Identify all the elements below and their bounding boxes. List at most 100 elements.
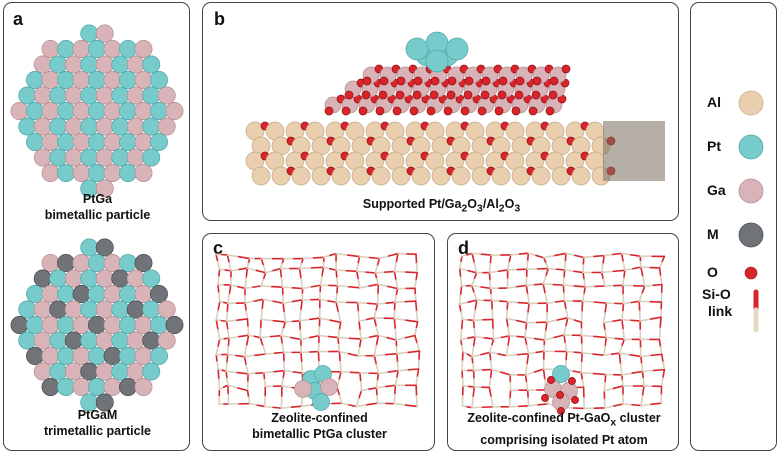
galla-o-atom <box>477 106 487 116</box>
zeolite-si-link <box>318 334 330 338</box>
zeolite-si-link <box>217 328 221 341</box>
atom-ga <box>103 133 122 151</box>
zeolite-o-link <box>335 269 338 279</box>
zeolite-si-link <box>337 329 341 339</box>
atom-ga <box>72 164 91 182</box>
atom-m <box>26 347 44 365</box>
zeolite-si-link <box>280 334 292 339</box>
galla-o-atom <box>341 106 351 116</box>
zeolite-si-link <box>639 318 652 322</box>
support-al-atom <box>271 166 291 186</box>
zeolite-o-link <box>467 269 478 274</box>
zeolite-o-link <box>537 403 549 406</box>
zeolite-o-link <box>467 299 478 304</box>
zeolite-si-link <box>473 327 476 338</box>
galla-o-atom <box>396 76 406 86</box>
atom-pt <box>150 347 168 365</box>
zeolite-si-link <box>393 402 407 406</box>
zeolite-o-link <box>563 269 566 279</box>
zeolite-o-link <box>405 319 419 323</box>
zeolite-si-link <box>264 405 274 409</box>
zeolite-si-link <box>375 379 379 389</box>
zeolite-o-link <box>641 385 645 397</box>
atom-ga <box>72 378 91 396</box>
zeolite-o-link <box>506 300 509 311</box>
zeolite-o-link <box>650 353 663 357</box>
zeolite-si-link <box>603 353 613 357</box>
zeolite-o-link <box>374 272 378 280</box>
zeolite-o-link <box>236 371 249 375</box>
zeolite-o-link <box>308 317 321 321</box>
zeolite-o-link <box>581 300 584 313</box>
zeolite-si-link <box>488 263 492 274</box>
zeolite-si-link <box>544 292 549 304</box>
atom-ga <box>72 347 91 365</box>
zeolite-si-link <box>260 278 265 287</box>
zeolite-o-link <box>226 302 229 314</box>
zeolite-o-link <box>630 300 641 304</box>
zeolite-si-link <box>563 269 575 273</box>
zeolite-si-link <box>244 300 255 304</box>
zeolite-si-link <box>394 300 407 304</box>
zeolite-o-link <box>518 405 530 408</box>
zeolite-si-link <box>524 336 536 340</box>
zeolite-si-link <box>472 309 476 322</box>
atom-pt <box>18 86 37 105</box>
zeolite-si-link <box>489 351 500 355</box>
atom-m <box>33 269 52 288</box>
zeolite-o-link <box>489 368 493 380</box>
atom-ga <box>41 254 60 272</box>
zeolite-si-link <box>323 254 331 259</box>
cluster-ga-atom <box>320 378 338 396</box>
zeolite-si-link <box>225 362 228 373</box>
zeolite-si-link <box>525 344 530 355</box>
zeolite-si-link <box>543 330 547 341</box>
zeolite-o-link <box>329 319 342 324</box>
cluster-pt-atom <box>312 393 330 411</box>
atom-pt <box>88 71 106 89</box>
galla-o-atom <box>361 90 371 100</box>
zeolite-si-link <box>228 335 240 339</box>
zeolite-si-link <box>360 336 371 340</box>
zeolite-si-link <box>376 394 379 404</box>
zeolite-si-link <box>245 364 249 375</box>
zeolite-o-link <box>291 287 304 290</box>
zeolite-si-link <box>600 270 615 274</box>
galla-o-atom <box>412 90 422 100</box>
support-al-atom <box>491 166 511 186</box>
zeolite-o-link <box>480 253 492 256</box>
zeolite-o-link <box>243 355 248 367</box>
zeolite-o-link <box>262 271 267 281</box>
zeolite-o-link <box>227 337 230 348</box>
zeolite-si-link <box>322 266 331 270</box>
atom-ga <box>33 148 52 167</box>
atom-pt <box>111 86 130 105</box>
zeolite-si-link <box>247 372 257 375</box>
atom-ga <box>41 285 60 303</box>
legend-m: M <box>691 220 776 250</box>
atom-ga <box>103 254 122 272</box>
panel-d: d Zeolite-confined Pt-GaOx cluster compr… <box>447 233 679 451</box>
zeolite-si-link <box>621 379 624 387</box>
atom-pt <box>18 331 37 350</box>
zeolite-si-link <box>638 292 643 303</box>
zeolite-o-link <box>573 319 583 324</box>
atom-m <box>41 378 60 396</box>
zeolite-o-link <box>356 301 360 313</box>
zeolite-o-link <box>563 299 567 311</box>
zeolite-si-link <box>262 264 267 274</box>
legend-sio-link: Si-O link <box>702 286 759 333</box>
zeolite-si-link <box>640 354 653 358</box>
zeolite-si-link <box>243 345 248 358</box>
zeolite-o-link <box>489 351 492 362</box>
panel-b: b Supported Pt/Ga2O3/Al2O3 <box>202 2 679 221</box>
atom-m <box>72 285 91 303</box>
zeolite-o-link <box>273 369 286 373</box>
zeolite-si-link <box>658 261 663 269</box>
zeolite-si-link <box>335 252 349 256</box>
atom-ga <box>134 285 153 303</box>
support-al-atom <box>551 166 571 186</box>
zeolite-si-link <box>600 263 604 274</box>
zeolite-si-link <box>215 319 223 322</box>
zeolite-si-link <box>546 319 559 324</box>
